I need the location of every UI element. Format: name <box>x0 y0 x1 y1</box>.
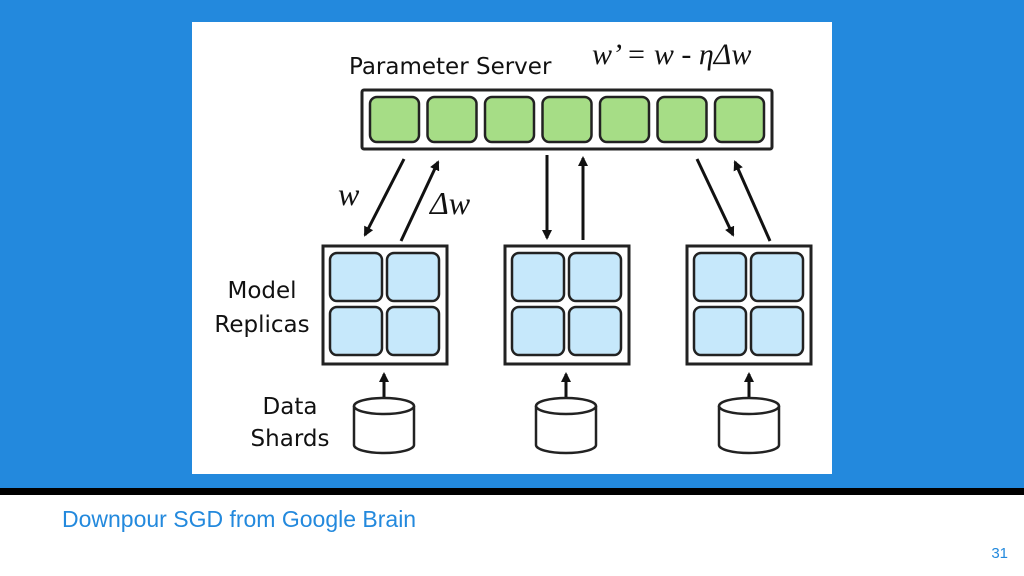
replica-cell <box>328 251 384 303</box>
model-replicas <box>321 244 813 366</box>
model-replica-2 <box>503 244 631 366</box>
server-cell <box>426 95 478 144</box>
replica-cell <box>749 251 805 303</box>
divider-bar <box>0 488 1024 495</box>
replica-cell <box>385 305 441 357</box>
replica-cell <box>567 251 623 303</box>
slide-number: 31 <box>991 545 1008 562</box>
delta-w-arrow-replica-3 <box>733 160 772 242</box>
replica-cell <box>510 251 566 303</box>
data-shards-label-line2: Shards <box>251 426 330 452</box>
replica-cell <box>510 305 566 357</box>
model-replica-3 <box>685 244 813 366</box>
server-cell <box>713 95 766 144</box>
model-replicas-label-line1: Model <box>227 278 296 304</box>
replica-cell <box>692 251 748 303</box>
model-replicas-label-line2: Replicas <box>214 312 309 338</box>
server-cell <box>541 95 593 144</box>
exchange-arrows <box>363 155 772 242</box>
data-shards-label-line1: Data <box>263 394 318 420</box>
replica-cell <box>328 305 384 357</box>
replica-cell <box>385 251 441 303</box>
diagram-svg: Parameter Server w’ = w - ηΔw w Δw Model… <box>214 38 813 455</box>
replica-cell <box>749 305 805 357</box>
server-cell <box>483 95 536 144</box>
parameter-server <box>360 88 774 151</box>
data-shards <box>352 396 781 455</box>
update-rule: w’ = w - ηΔw <box>592 38 751 71</box>
replica-cell <box>692 305 748 357</box>
data-shard-2 <box>534 396 598 455</box>
data-shard-1 <box>352 396 416 455</box>
data-shard-3 <box>717 396 781 455</box>
parameter-server-label: Parameter Server <box>349 54 552 80</box>
w-label: w <box>338 176 360 212</box>
w-arrow-replica-3 <box>695 158 735 237</box>
w-arrow-replica-1 <box>363 158 406 237</box>
delta-w-arrow-replica-1 <box>399 160 440 242</box>
server-cell <box>368 95 421 144</box>
server-cell <box>656 95 708 144</box>
delta-w-label: Δw <box>428 185 471 221</box>
downpour-sgd-diagram: Parameter Server w’ = w - ηΔw w Δw Model… <box>192 22 832 474</box>
slide-caption: Downpour SGD from Google Brain <box>62 506 417 532</box>
replica-cell <box>567 305 623 357</box>
model-replica-1 <box>321 244 449 366</box>
server-cell <box>598 95 651 144</box>
